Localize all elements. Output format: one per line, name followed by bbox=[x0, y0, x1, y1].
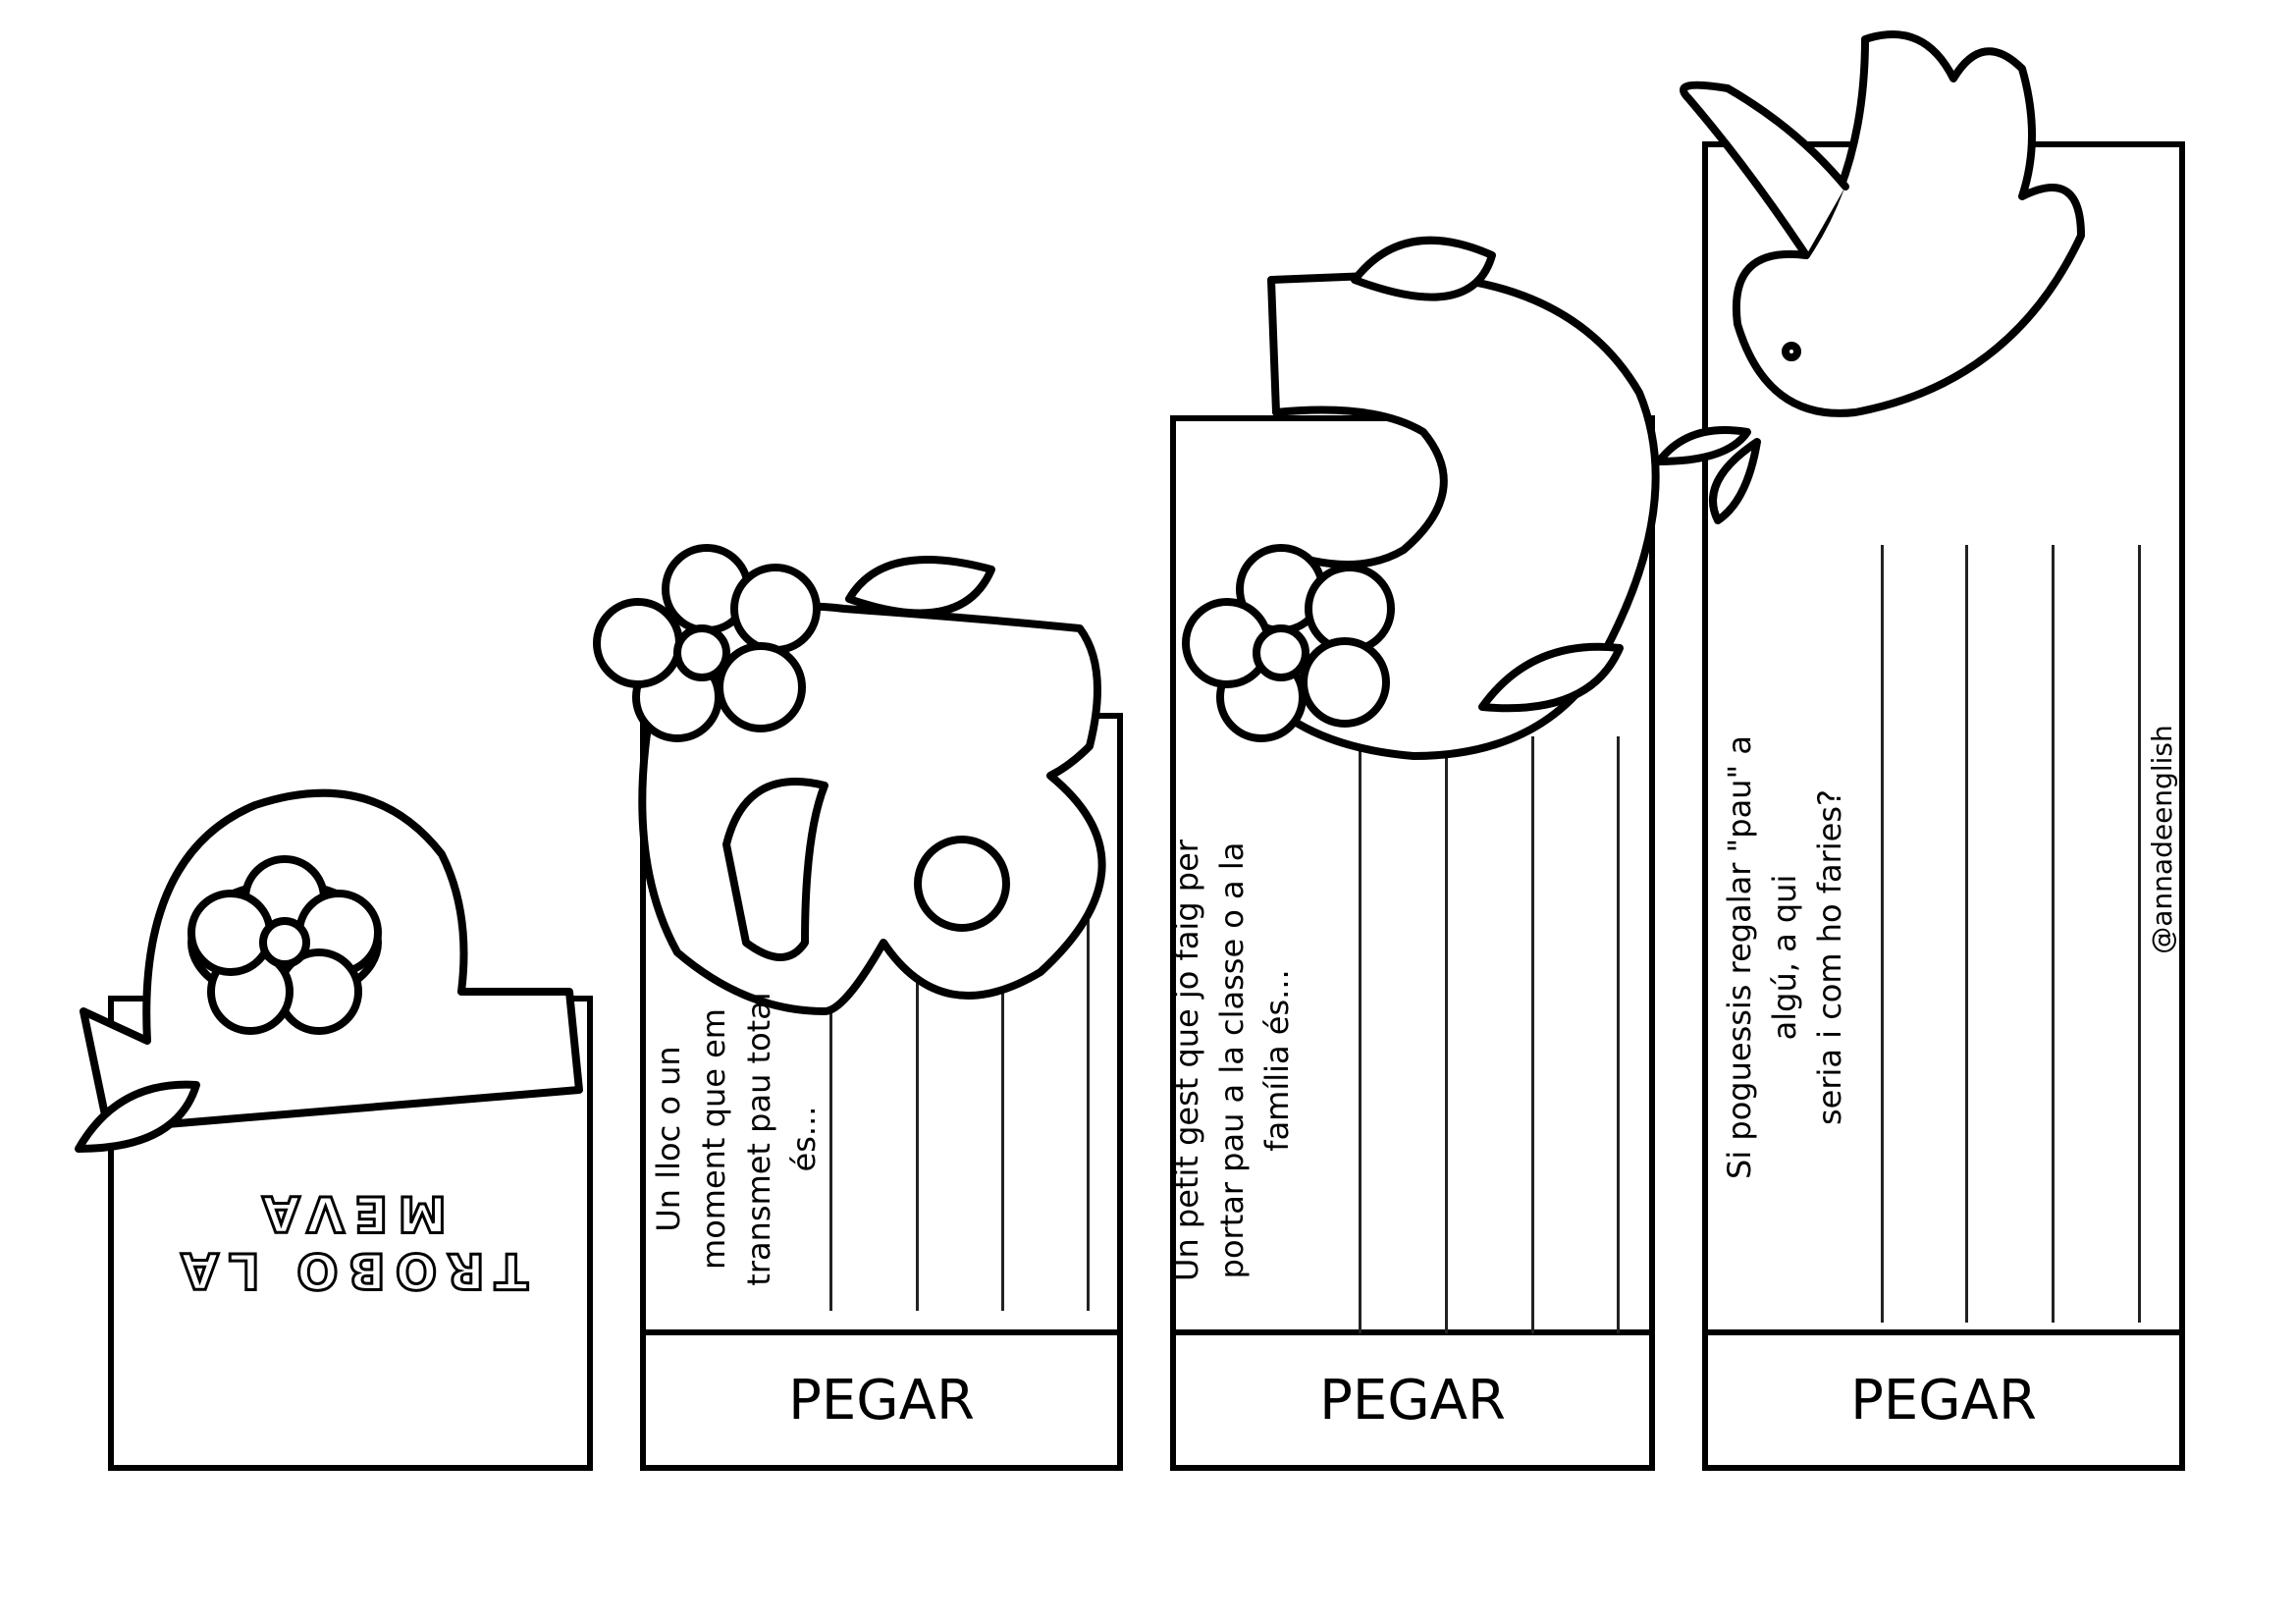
flower-icon bbox=[1182, 544, 1395, 742]
writing-line bbox=[2052, 545, 2055, 1323]
question-text: Si poguessis regalar "pau" a algú, a qui… bbox=[1721, 735, 1848, 1179]
writing-line bbox=[1087, 920, 1090, 1311]
leaf-icon bbox=[1351, 236, 1496, 301]
question-text: Un lloc o un moment que em transmet pau … bbox=[650, 992, 823, 1286]
writing-line bbox=[1359, 736, 1362, 1333]
writing-line bbox=[1001, 920, 1004, 1311]
writing-line bbox=[1965, 545, 1968, 1323]
flower-icon bbox=[593, 544, 821, 742]
writing-line bbox=[2138, 545, 2141, 1323]
writing-line bbox=[1445, 736, 1448, 1333]
paste-label: PEGAR bbox=[1708, 1329, 2179, 1465]
question-text: Un petit gest que jo faig per portar pau… bbox=[1168, 839, 1296, 1281]
leaf-icon bbox=[845, 556, 995, 618]
leaf-icon bbox=[75, 1080, 200, 1153]
writing-line bbox=[829, 920, 832, 1311]
flower-icon bbox=[187, 855, 382, 1035]
leaf-icon bbox=[1478, 642, 1624, 713]
writing-line bbox=[1881, 545, 1884, 1323]
credit-handle: @annadeenglish bbox=[2146, 725, 2178, 954]
writing-line bbox=[1531, 736, 1534, 1333]
paste-label: PEGAR bbox=[1176, 1329, 1649, 1465]
dove-icon bbox=[1655, 30, 2085, 524]
paste-label: PEGAR bbox=[646, 1329, 1117, 1465]
writing-line bbox=[916, 920, 919, 1311]
card-title-text: TROBO LA MEVA bbox=[170, 1184, 530, 1301]
writing-line bbox=[1617, 736, 1620, 1333]
